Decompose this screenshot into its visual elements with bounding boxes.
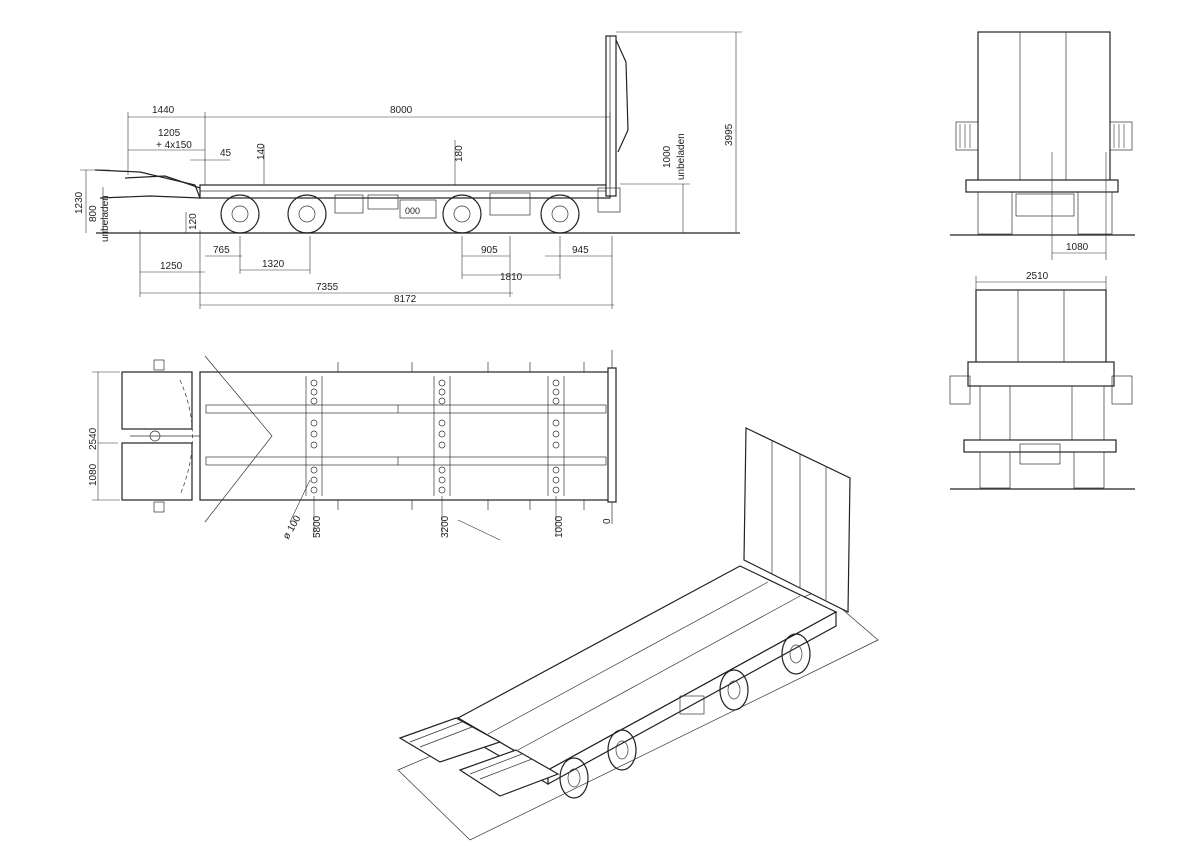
dim-1440: 1440 bbox=[152, 105, 175, 116]
svg-text:000: 000 bbox=[405, 206, 420, 216]
dim-905: 905 bbox=[481, 245, 498, 256]
label-unbeladen-left: unbeladen bbox=[100, 195, 111, 242]
dim-1080-plan: 1080 bbox=[88, 463, 99, 486]
label-unbeladen-right: unbeladen bbox=[676, 133, 687, 180]
dim-0: 0 bbox=[602, 518, 613, 524]
dim-1080-rear: 1080 bbox=[1066, 242, 1089, 253]
dim-1205: 1205 bbox=[158, 128, 181, 139]
dim-2510: 2510 bbox=[1026, 271, 1049, 282]
dim-1320: 1320 bbox=[262, 259, 285, 270]
side-view: 000 bbox=[74, 31, 742, 309]
dim-1000-plan: 1000 bbox=[554, 515, 565, 538]
dim-5800: 5800 bbox=[312, 515, 323, 538]
dim-180: 180 bbox=[454, 145, 465, 162]
dim-45: 45 bbox=[220, 148, 232, 159]
plan-view: 2540 1080 ø 100 5800 3200 1000 0 bbox=[88, 350, 617, 542]
iso-wheels bbox=[559, 633, 811, 799]
rear-view: 1080 bbox=[950, 31, 1135, 260]
dim-dia-100: ø 100 bbox=[281, 513, 304, 541]
front-view: 2510 bbox=[949, 271, 1135, 490]
dim-140: 140 bbox=[256, 143, 267, 160]
dim-945: 945 bbox=[572, 245, 589, 256]
dim-1230: 1230 bbox=[74, 191, 85, 214]
dim-3200: 3200 bbox=[440, 515, 451, 538]
dim-3995: 3995 bbox=[724, 123, 735, 146]
side-wheels bbox=[220, 194, 580, 234]
dim-2540: 2540 bbox=[88, 427, 99, 450]
dim-7355: 7355 bbox=[316, 282, 339, 293]
isometric-view bbox=[397, 427, 879, 841]
dim-1000: 1000 bbox=[662, 145, 673, 168]
dim-8000: 8000 bbox=[390, 105, 413, 116]
dim-765: 765 bbox=[213, 245, 230, 256]
dim-4x150: + 4x150 bbox=[156, 140, 192, 151]
dim-1810: 1810 bbox=[500, 272, 523, 283]
dim-8172: 8172 bbox=[394, 294, 417, 305]
dim-120: 120 bbox=[188, 213, 199, 230]
dim-1250: 1250 bbox=[160, 261, 183, 272]
dim-800: 800 bbox=[88, 205, 99, 222]
